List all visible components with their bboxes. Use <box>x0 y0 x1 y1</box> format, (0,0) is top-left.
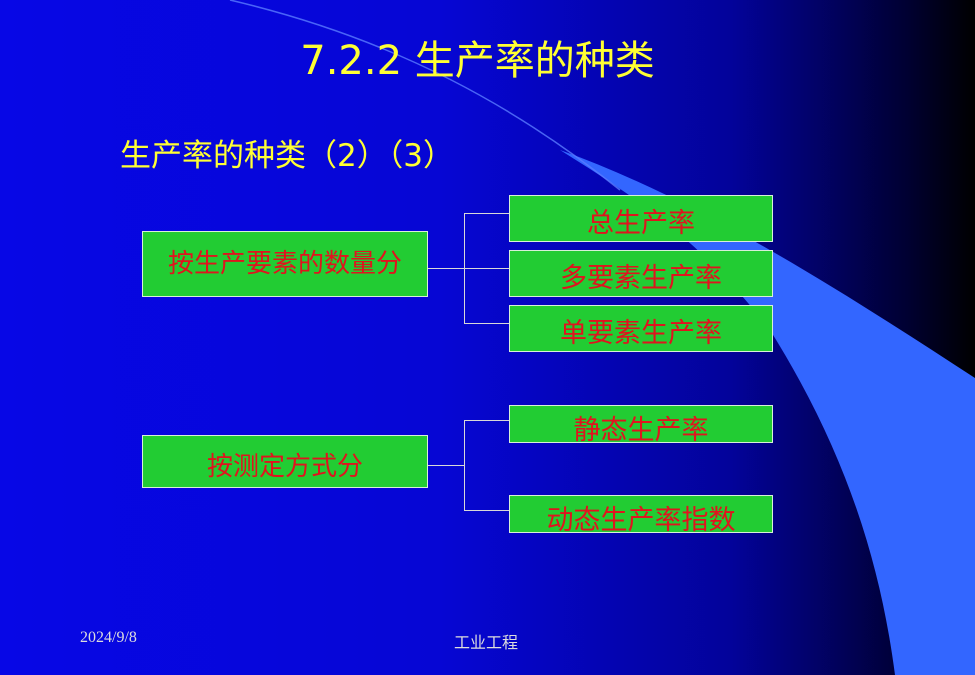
connector-line <box>464 323 509 324</box>
slide-title: 7.2.2 生产率的种类 <box>300 38 655 84</box>
item-box-dynamic-productivity-index: 动态生产率指数 <box>509 495 773 533</box>
item-box-single-factor-productivity: 单要素生产率 <box>509 305 773 352</box>
item-text: 静态生产率 <box>573 415 709 443</box>
swoosh-line <box>229 0 621 191</box>
group-label-text: 按生产要素的数量分 <box>167 249 402 279</box>
group-label-by-measurement-method: 按测定方式分 <box>142 435 428 488</box>
footer-date: 2024/9/8 <box>80 629 137 646</box>
item-text: 总生产率 <box>587 208 695 239</box>
connector-line <box>464 420 509 421</box>
connector-line <box>464 268 509 269</box>
item-box-static-productivity: 静态生产率 <box>509 405 773 443</box>
item-text: 单要素生产率 <box>560 318 722 349</box>
item-box-multi-factor-productivity: 多要素生产率 <box>509 250 773 297</box>
item-text: 动态生产率指数 <box>546 505 736 533</box>
connector-line <box>464 420 465 511</box>
slide-subtitle: 生产率的种类（2）（3） <box>120 138 454 174</box>
swoosh-shape <box>560 150 975 675</box>
item-text: 多要素生产率 <box>560 263 722 294</box>
item-box-total-productivity: 总生产率 <box>509 195 773 242</box>
connector-line <box>428 465 464 466</box>
footer-course-name: 工业工程 <box>454 635 519 652</box>
group-label-by-factor-count: 按生产要素的数量分 <box>142 231 428 297</box>
group-label-text: 按测定方式分 <box>206 452 363 482</box>
connector-line <box>464 510 509 511</box>
connector-line <box>428 268 464 269</box>
connector-line <box>464 213 509 214</box>
